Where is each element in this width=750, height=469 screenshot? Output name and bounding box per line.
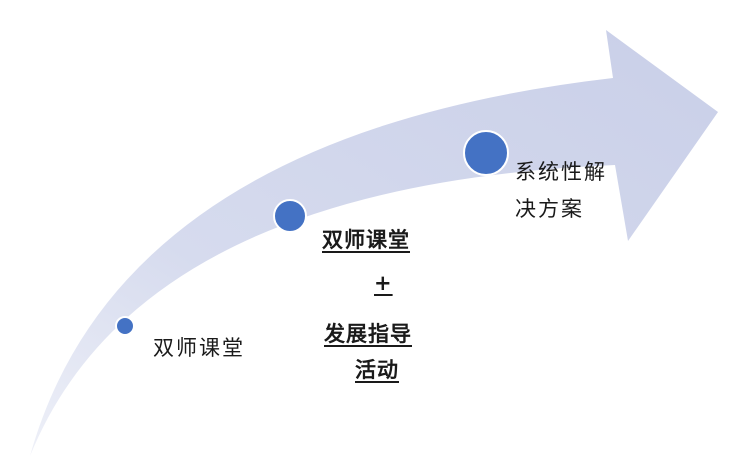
stage-3-label-line-2: 决方案 — [515, 197, 584, 221]
stage-2-title: 双师课堂 — [322, 228, 410, 252]
stage-2-plus-sign: + — [374, 271, 393, 295]
stage-2-subtitle-line-2: 活动 — [355, 358, 399, 382]
stage-2-node — [273, 199, 307, 233]
stage-2-subtitle-line-1: 发展指导 — [324, 322, 412, 346]
stage-1-label: 双师课堂 — [153, 336, 245, 360]
stage-1-node — [115, 316, 135, 336]
stage-3-label-line-1: 系统性解 — [515, 160, 607, 184]
stage-3-node — [463, 130, 509, 176]
curved-arrow-shape — [30, 30, 718, 456]
